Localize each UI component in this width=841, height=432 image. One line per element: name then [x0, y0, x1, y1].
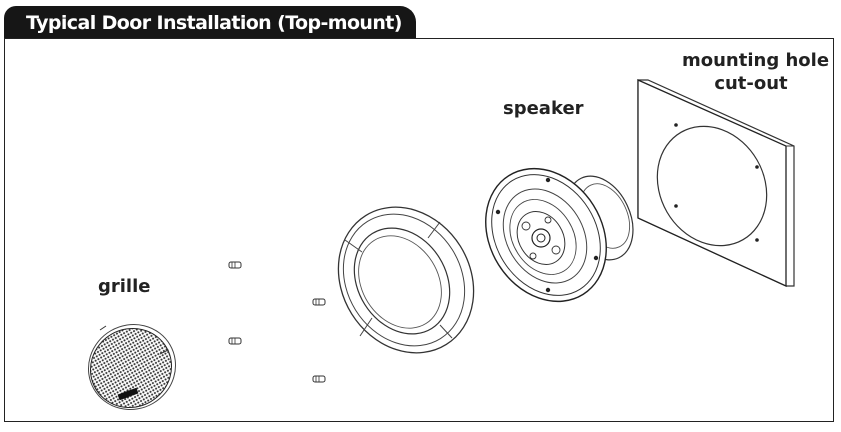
grille-part [87, 323, 177, 411]
label-speaker: speaker [503, 98, 584, 119]
diagram-title: Typical Door Installation (Top-mount) [4, 6, 416, 40]
speaker-part [485, 167, 634, 303]
label-mounting-hole-line1: mounting hole [682, 50, 830, 71]
screw-3 [312, 298, 326, 306]
label-grille: grille [98, 276, 151, 297]
screw-4 [312, 375, 326, 383]
label-mounting-hole-line2: cut-out [714, 73, 788, 94]
screw-1 [228, 261, 242, 269]
mounting-ring-part [337, 206, 475, 354]
mounting-panel-part [637, 78, 795, 288]
screw-2 [228, 337, 242, 345]
label-mounting-hole: mounting hole cut-out [682, 49, 830, 95]
